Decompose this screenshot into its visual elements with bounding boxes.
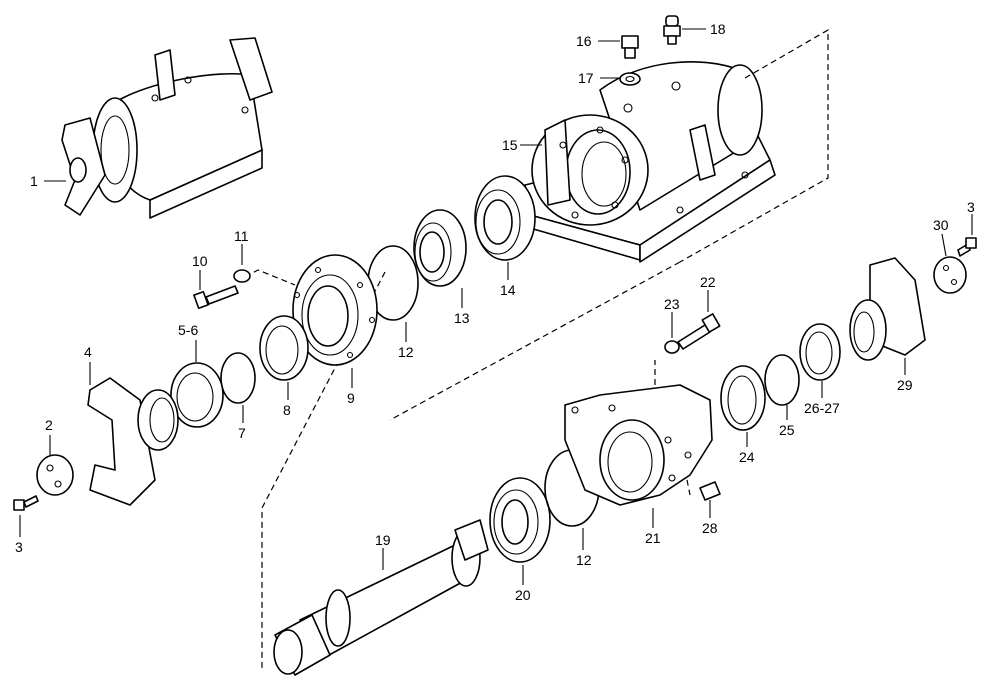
circlip-7 (220, 352, 256, 404)
callout-25: 25 (779, 422, 795, 438)
seal-cover-9 (292, 254, 378, 366)
bearing-13 (413, 209, 467, 287)
grease-fitting-18 (663, 15, 681, 45)
spacer-5-6 (170, 362, 224, 428)
pin-28 (699, 481, 721, 501)
seal-8 (259, 315, 309, 381)
bearing-bracket-21 (564, 384, 713, 506)
callout-28: 28 (702, 520, 718, 536)
callout-16: 16 (576, 33, 592, 49)
callout-5-6: 5-6 (178, 322, 198, 338)
screw-3-right (957, 237, 977, 257)
callout-14: 14 (500, 282, 516, 298)
callout-12-upper: 12 (398, 344, 414, 360)
circlip-25 (764, 354, 800, 406)
callout-21: 21 (645, 530, 661, 546)
cap-30 (933, 256, 967, 294)
callout-3-left: 3 (15, 539, 23, 555)
callout-22: 22 (700, 274, 716, 290)
callout-labels: 1 2 3 3 4 5-6 7 8 9 10 11 12 12 13 14 15… (15, 21, 975, 603)
callout-4: 4 (84, 344, 92, 360)
callout-7: 7 (238, 425, 246, 441)
bearing-housing (524, 61, 776, 263)
callout-24: 24 (739, 449, 755, 465)
bearing-20 (489, 477, 551, 563)
callout-3-right: 3 (967, 199, 975, 215)
bolt-22 (677, 313, 721, 350)
callout-12-lower: 12 (576, 552, 592, 568)
leader-lines (19, 28, 973, 585)
callout-20: 20 (515, 587, 531, 603)
callout-26-27: 26-27 (804, 400, 840, 416)
bolt-10 (193, 285, 239, 310)
callout-30: 30 (933, 217, 949, 233)
callout-13: 13 (454, 310, 470, 326)
callout-9: 9 (347, 390, 355, 406)
assembly-line-housing-bottom (389, 261, 681, 421)
callout-11: 11 (234, 228, 249, 244)
callout-23: 23 (664, 296, 680, 312)
callout-29: 29 (897, 377, 913, 393)
bolt-16 (621, 35, 639, 59)
flange-yoke-29 (849, 257, 926, 361)
bearing-14 (474, 175, 536, 261)
assembly-line-cover (244, 269, 296, 286)
callout-17: 17 (578, 70, 594, 86)
screw-3-left (13, 495, 39, 511)
callout-18: 18 (710, 21, 726, 37)
assembled-bearing-unit (61, 37, 273, 219)
lock-washer-23 (664, 340, 680, 354)
drive-shaft-19 (273, 519, 489, 676)
cap-2 (36, 454, 74, 496)
flange-yoke-4 (87, 377, 179, 506)
callout-1: 1 (30, 173, 38, 189)
lock-washer-11 (233, 269, 251, 283)
callout-8: 8 (283, 402, 291, 418)
callout-19: 19 (375, 532, 391, 548)
washer-17 (619, 72, 641, 86)
spacer-26-27 (799, 323, 841, 381)
callout-2: 2 (45, 417, 53, 433)
callout-15: 15 (502, 137, 518, 153)
seal-24 (720, 365, 766, 431)
callout-10: 10 (192, 253, 208, 269)
assembly-line-lower (261, 271, 386, 670)
